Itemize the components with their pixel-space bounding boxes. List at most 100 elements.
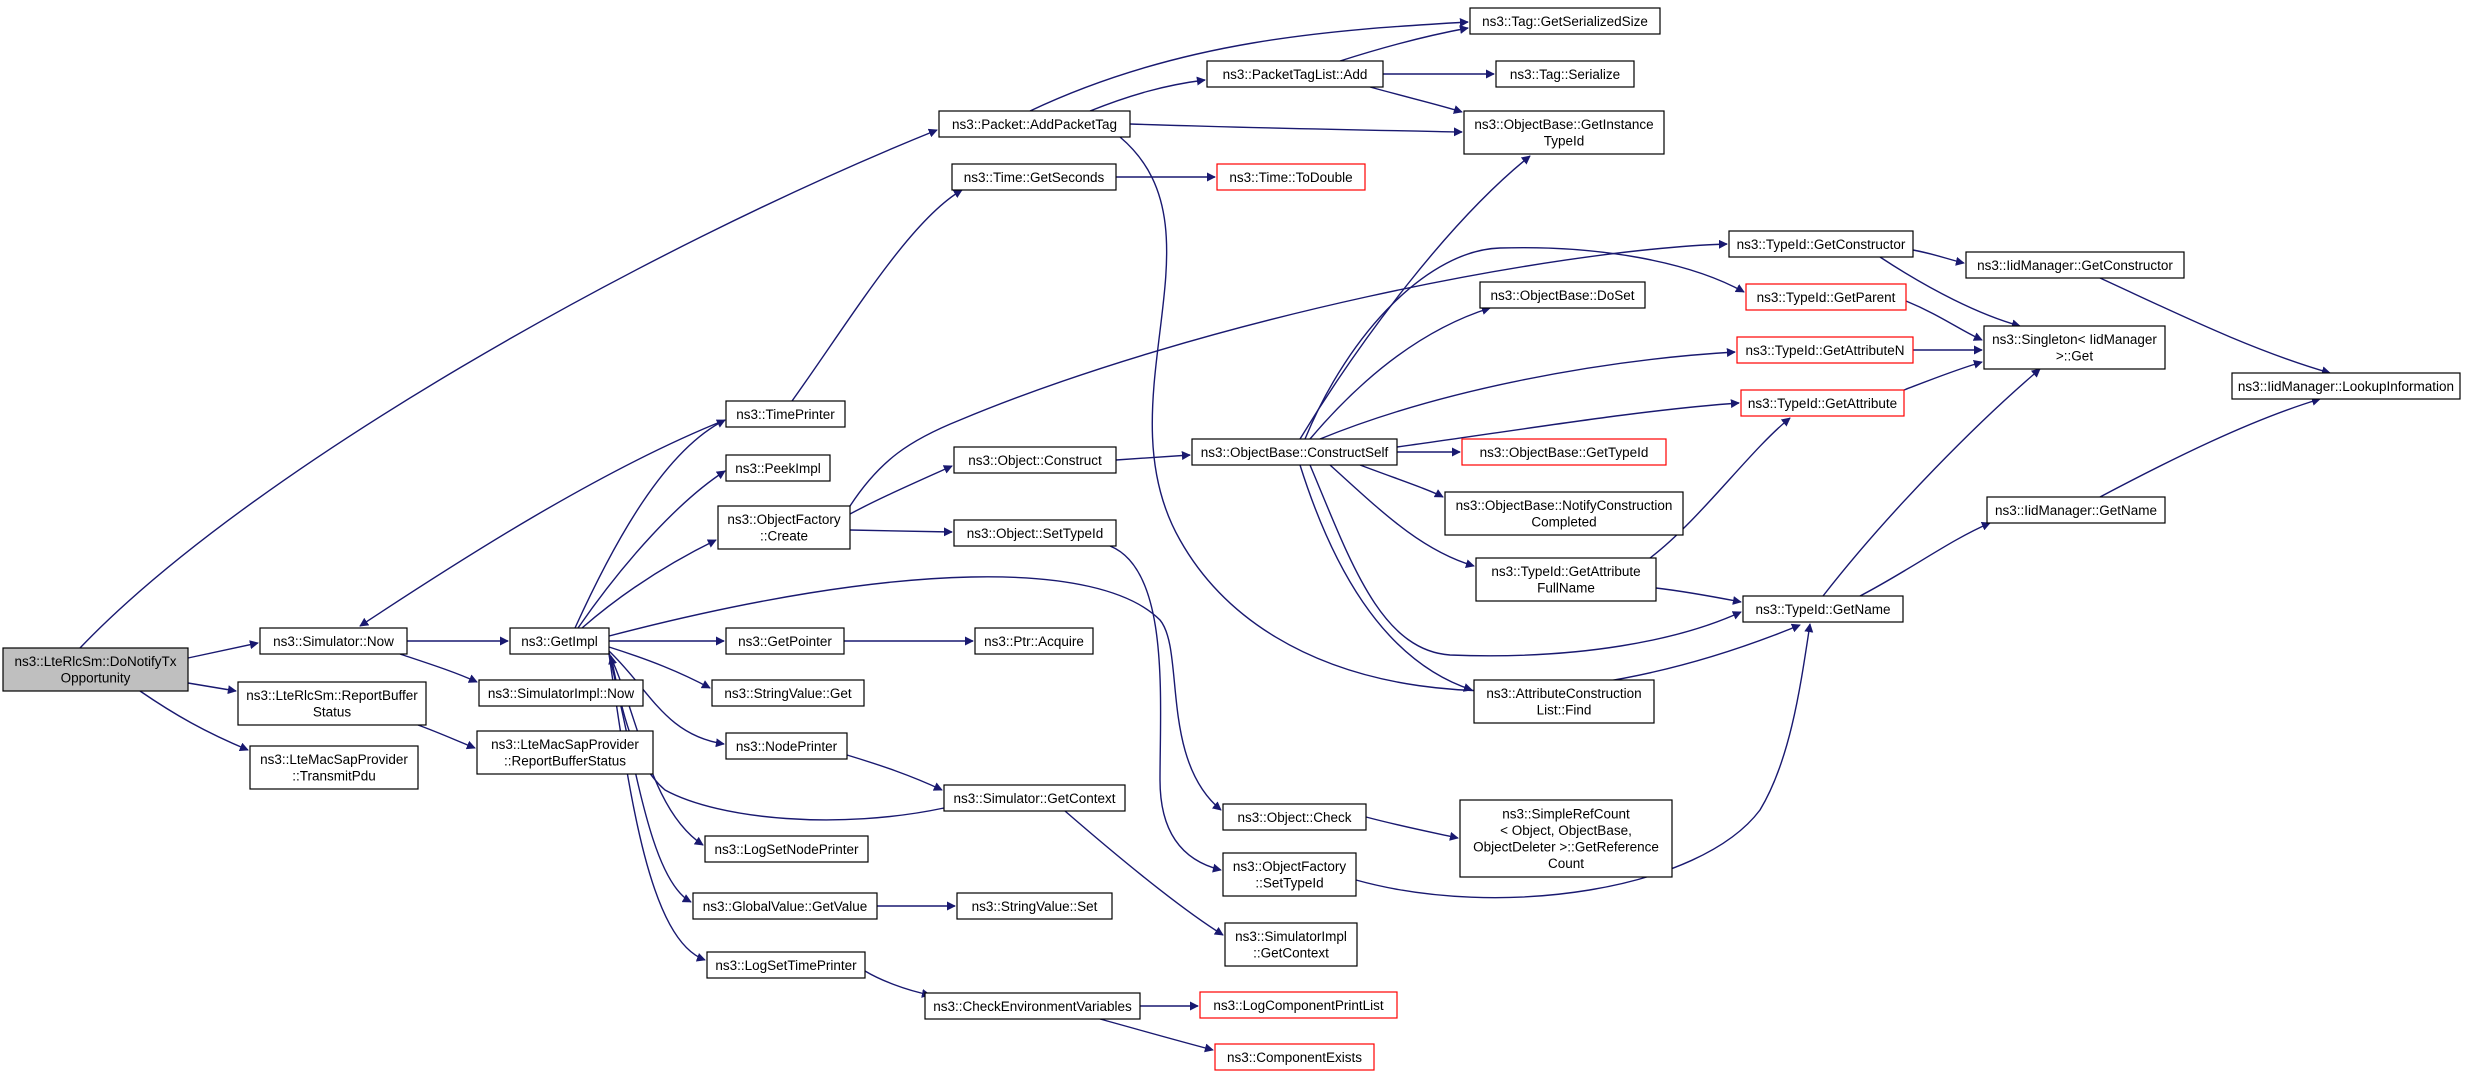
node-ptl-add[interactable]: ns3::PacketTagList::Add: [1206, 60, 1384, 88]
edge-iid_getconstructor-to-iid_lookup: [2099, 277, 2331, 376]
node-obj-check[interactable]: ns3::Object::Check: [1222, 803, 1367, 831]
node-box: [706, 951, 866, 979]
edge-obj_construct-to-ob_constructself: [1115, 451, 1191, 461]
node-box: [953, 519, 1117, 547]
node-label-line: ns3::LteRlcSm::ReportBuffer: [246, 688, 418, 703]
node-box: [938, 110, 1131, 138]
node-iid-getconstructor[interactable]: ns3::IidManager::GetConstructor: [1965, 251, 2185, 279]
node-singleton-get[interactable]: ns3::Singleton< IidManager>::Get: [1983, 325, 2166, 370]
node-iid-lookup[interactable]: ns3::IidManager::LookupInformation: [2231, 372, 2461, 400]
node-log-set-time[interactable]: ns3::LogSetTimePrinter: [706, 951, 866, 979]
node-srefcount[interactable]: ns3::SimpleRefCount< Object, ObjectBase,…: [1459, 799, 1673, 878]
node-get-impl[interactable]: ns3::GetImpl: [509, 627, 610, 655]
node-of-create[interactable]: ns3::ObjectFactory::Create: [717, 505, 851, 550]
node-sim-getcontext[interactable]: ns3::Simulator::GetContext: [943, 784, 1126, 812]
node-gv-getvalue[interactable]: ns3::GlobalValue::GetValue: [692, 892, 878, 920]
edge-log_set_time-to-check_env: [864, 970, 931, 998]
node-label-line: ns3::LteMacSapProvider: [491, 737, 639, 752]
node-mac-report[interactable]: ns3::LteMacSapProvider::ReportBufferStat…: [476, 730, 654, 775]
node-label-line: ns3::SimpleRefCount: [1502, 807, 1630, 822]
node-tid-getparent[interactable]: ns3::TypeId::GetParent: [1745, 283, 1907, 311]
node-tid-getconstructor[interactable]: ns3::TypeId::GetConstructor: [1728, 230, 1914, 258]
node-box: [943, 784, 1126, 812]
node-stringvalue-set[interactable]: ns3::StringValue::Set: [956, 892, 1113, 920]
node-label-line: ns3::LteMacSapProvider: [260, 752, 408, 767]
edge-root-to-transmit_pdu: [139, 690, 249, 752]
node-time-printer[interactable]: ns3::TimePrinter: [725, 400, 846, 428]
node-report-buffer[interactable]: ns3::LteRlcSm::ReportBufferStatus: [237, 681, 427, 726]
edge-get_impl-to-log_set_time: [608, 653, 706, 962]
node-tid-getattributen[interactable]: ns3::TypeId::GetAttributeN: [1736, 336, 1914, 364]
node-label-line: ns3::IidManager::GetConstructor: [1977, 258, 2173, 273]
node-add-packet-tag[interactable]: ns3::Packet::AddPacketTag: [938, 110, 1131, 138]
nodes-layer: ns3::LteRlcSm::DoNotifyTxOpportunityns3:…: [2, 7, 2461, 1071]
node-tid-getname[interactable]: ns3::TypeId::GetName: [1742, 595, 1904, 623]
node-ob-doset[interactable]: ns3::ObjectBase::DoSet: [1479, 281, 1646, 309]
node-box: [1736, 336, 1914, 364]
node-time-todouble[interactable]: ns3::Time::ToDouble: [1216, 163, 1366, 191]
node-label-line: ns3::TypeId::GetParent: [1757, 290, 1896, 305]
node-tid-getattribute[interactable]: ns3::TypeId::GetAttribute: [1740, 389, 1905, 417]
edge-sim_getcontext-to-get_impl: [608, 655, 945, 821]
node-box: [476, 730, 654, 775]
node-stringvalue-get[interactable]: ns3::StringValue::Get: [711, 679, 865, 707]
node-label-line: TypeId: [1544, 134, 1585, 149]
node-iid-getname[interactable]: ns3::IidManager::GetName: [1986, 496, 2166, 524]
node-simimpl-getcontext[interactable]: ns3::SimulatorImpl::GetContext: [1224, 922, 1358, 967]
edge-obj_settypeid-to-of_settypeid: [1109, 545, 1222, 873]
node-obj-construct[interactable]: ns3::Object::Construct: [953, 446, 1117, 474]
node-log-print-list[interactable]: ns3::LogComponentPrintList: [1199, 991, 1398, 1019]
node-box: [1495, 60, 1635, 88]
node-ptr-acquire[interactable]: ns3::Ptr::Acquire: [974, 627, 1094, 655]
node-box: [956, 892, 1113, 920]
node-label-line: ns3::TypeId::GetAttribute: [1491, 564, 1640, 579]
node-box: [725, 454, 831, 482]
node-label-line: ns3::StringValue::Get: [724, 686, 852, 701]
node-box: [1444, 491, 1684, 536]
node-of-settypeid[interactable]: ns3::ObjectFactory::SetTypeId: [1222, 852, 1357, 897]
node-ob-gettypeid[interactable]: ns3::ObjectBase::GetTypeId: [1461, 438, 1667, 466]
node-node-printer[interactable]: ns3::NodePrinter: [725, 732, 848, 760]
node-tag-serialize[interactable]: ns3::Tag::Serialize: [1495, 60, 1635, 88]
node-check-env[interactable]: ns3::CheckEnvironmentVariables: [924, 992, 1141, 1020]
node-get-pointer[interactable]: ns3::GetPointer: [725, 627, 845, 655]
node-label-line: ns3::Object::SetTypeId: [967, 526, 1104, 541]
edge-iid_getname-to-iid_lookup: [2099, 397, 2321, 498]
node-peek-impl[interactable]: ns3::PeekImpl: [725, 454, 831, 482]
edge-tid_getname-to-singleton_get: [1822, 368, 2041, 597]
node-time-getseconds[interactable]: ns3::Time::GetSeconds: [951, 163, 1117, 191]
node-label-line: Opportunity: [61, 671, 131, 686]
node-box: [1745, 283, 1907, 311]
node-transmit-pdu[interactable]: ns3::LteMacSapProvider::TransmitPdu: [249, 745, 419, 790]
node-label-line: ns3::Tag::GetSerializedSize: [1482, 14, 1648, 29]
node-label-line: ns3::ObjectFactory: [727, 512, 841, 527]
node-box: [924, 992, 1141, 1020]
edges-layer: [79, 17, 2331, 1053]
node-ob-notify[interactable]: ns3::ObjectBase::NotifyConstructionCompl…: [1444, 491, 1684, 536]
node-component-exists[interactable]: ns3::ComponentExists: [1214, 1043, 1375, 1071]
node-label-line: ns3::LogSetTimePrinter: [715, 958, 857, 973]
node-ob-constructself[interactable]: ns3::ObjectBase::ConstructSelf: [1191, 438, 1398, 466]
node-log-set-node[interactable]: ns3::LogSetNodePrinter: [704, 835, 869, 863]
edge-of_create-to-obj_construct: [849, 465, 953, 515]
node-label-line: ns3::StringValue::Set: [972, 899, 1098, 914]
node-box: [692, 892, 878, 920]
node-tag-getsize[interactable]: ns3::Tag::GetSerializedSize: [1469, 7, 1661, 35]
node-label-line: Count: [1548, 856, 1584, 871]
node-box: [249, 745, 419, 790]
edge-root-to-report_buffer: [187, 682, 237, 695]
node-simimpl-now[interactable]: ns3::SimulatorImpl::Now: [478, 679, 644, 707]
node-sim-now[interactable]: ns3::Simulator::Now: [259, 627, 408, 655]
node-label-line: ns3::ObjectBase::GetInstance: [1474, 117, 1653, 132]
node-label-line: ns3::CheckEnvironmentVariables: [933, 999, 1132, 1014]
edge-ob_constructself-to-tid_getattrfullname: [1329, 464, 1475, 569]
node-label-line: Status: [313, 705, 352, 720]
node-label-line: ns3::LogSetNodePrinter: [714, 842, 859, 857]
node-obj-settypeid[interactable]: ns3::Object::SetTypeId: [953, 519, 1117, 547]
edge-tid_getattrfullname-to-tid_getattribute: [1649, 417, 1791, 559]
